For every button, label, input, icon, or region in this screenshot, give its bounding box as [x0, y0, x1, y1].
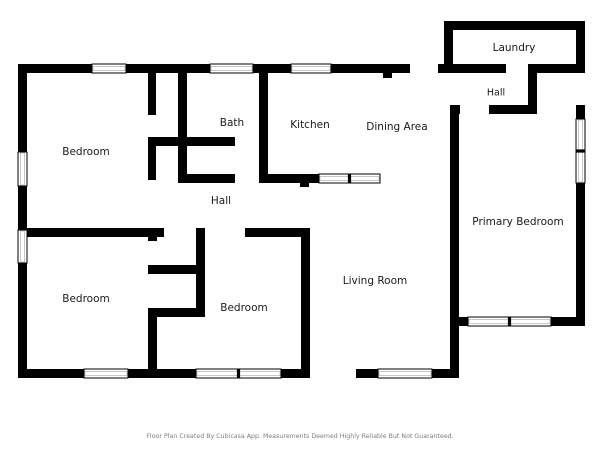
wall-segment [259, 174, 319, 183]
window-symbol [195, 368, 282, 379]
windows-layer [17, 63, 586, 379]
window-glazing [210, 66, 253, 71]
window-symbol [575, 118, 586, 184]
window-symbol [318, 173, 381, 184]
window-symbol [290, 63, 332, 74]
wall-segment [528, 64, 585, 73]
window-symbol [377, 368, 433, 379]
wall-segment [383, 64, 392, 78]
wall-segment [253, 64, 291, 73]
wall-segment [148, 137, 156, 180]
wall-segment [148, 265, 205, 274]
wall-segment [281, 369, 310, 378]
wall-segment [178, 174, 235, 183]
wall-segment [576, 21, 585, 73]
window-mullion [507, 317, 512, 326]
room-label-bedroom-bottom-mid: Bedroom [220, 302, 268, 314]
wall-segment [156, 137, 235, 146]
wall-segment [432, 369, 454, 378]
room-label-dining-area: Dining Area [366, 121, 427, 133]
window-mullion [576, 149, 585, 153]
wall-segment [126, 64, 210, 73]
wall-segment [148, 308, 157, 378]
wall-segment [444, 21, 585, 30]
wall-segment [450, 317, 468, 326]
wall-segment [576, 183, 585, 325]
window-glazing [92, 66, 126, 71]
window-glazing [20, 152, 25, 186]
wall-segment [18, 369, 84, 378]
room-label-kitchen: Kitchen [290, 119, 329, 131]
wall-segment [148, 308, 205, 317]
window-mullion [347, 174, 352, 183]
window-symbol [91, 63, 127, 74]
wall-segment [148, 228, 157, 241]
room-label-bedroom-bottom-left: Bedroom [62, 293, 110, 305]
window-symbol [209, 63, 254, 74]
room-label-bath: Bath [220, 117, 244, 129]
wall-segment [18, 64, 92, 73]
wall-segment [300, 174, 309, 187]
room-label-hall-center: Hall [211, 195, 231, 207]
room-labels-layer: Bedroom Bath Kitchen Dining Area LaundryHall… [62, 42, 563, 314]
wall-segment [444, 21, 453, 73]
wall-segment [18, 186, 27, 230]
window-glazing [291, 66, 331, 71]
wall-segment [259, 69, 268, 183]
wall-segment [196, 228, 205, 274]
window-glazing [378, 371, 432, 376]
window-symbol [17, 229, 28, 264]
window-glazing [84, 371, 128, 376]
wall-segment [301, 228, 310, 378]
wall-segment [196, 265, 205, 317]
wall-segment [551, 317, 585, 326]
room-label-living-room: Living Room [343, 275, 407, 287]
wall-segment [148, 69, 156, 115]
room-label-bedroom-top-left: Bedroom [62, 146, 110, 158]
window-symbol [467, 316, 552, 327]
window-symbol [83, 368, 129, 379]
wall-segment [450, 105, 459, 378]
wall-segment [331, 64, 410, 73]
room-label-primary-bedroom: Primary Bedroom [472, 216, 563, 228]
wall-segment [128, 369, 196, 378]
wall-segment [489, 105, 537, 114]
footer-disclaimer: Floor Plan Created By Cubicasa App. Meas… [146, 433, 454, 440]
wall-segment [453, 64, 506, 73]
wall-segment [528, 64, 537, 113]
room-label-hall-laundry: Hall [487, 88, 505, 99]
wall-segment [18, 263, 27, 378]
window-glazing [20, 230, 25, 263]
wall-segment [245, 228, 310, 237]
window-mullion [236, 369, 241, 378]
wall-segment [18, 64, 27, 152]
wall-segment [576, 105, 585, 119]
wall-segment [356, 369, 378, 378]
wall-segment [178, 69, 187, 183]
room-label-laundry: Laundry [493, 42, 536, 54]
window-symbol [17, 151, 28, 187]
wall-segment [27, 228, 164, 237]
walls-layer [18, 21, 585, 378]
